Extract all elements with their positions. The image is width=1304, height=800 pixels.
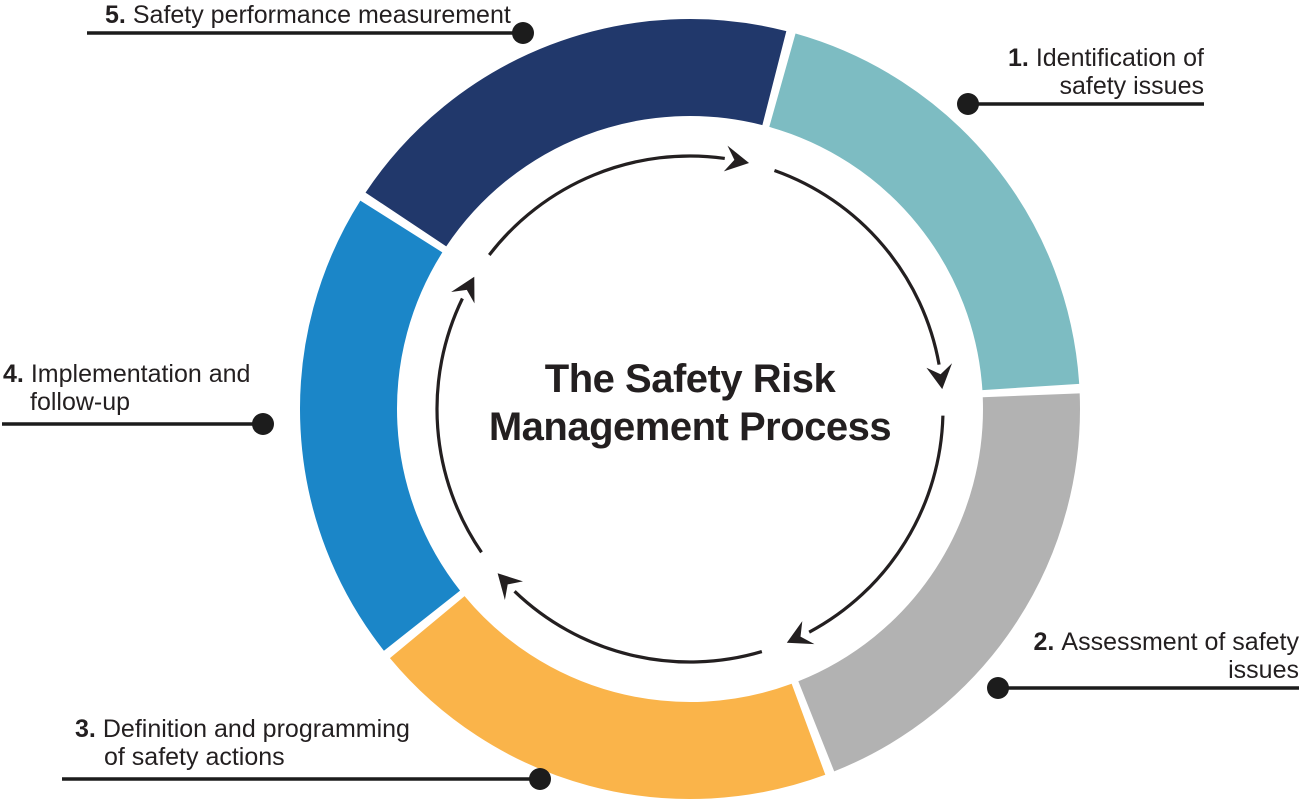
cycle-arrowhead-4: [497, 573, 523, 601]
cycle-arrow-arc-2: [773, 169, 941, 365]
step-number-2: 2.: [1033, 628, 1055, 656]
cycle-arrow-arc-4: [513, 590, 763, 664]
step-number-4: 4.: [3, 360, 24, 388]
cycle-arrow-arc-1: [488, 154, 725, 256]
leader-dot-5: [512, 22, 534, 44]
ring-segment-implementation-and-follow-up: [300, 200, 461, 651]
step-label-2-line2: issues: [1228, 656, 1299, 684]
ring-segment-assessment-of-safety-issues: [797, 393, 1080, 772]
leader-dot-3: [529, 768, 551, 790]
step-label-1-line2: safety issues: [1059, 72, 1204, 100]
label-implementation-and-follow-up: 4.Implementation and follow-up: [3, 360, 250, 416]
ring-segment-definition-and-programming-of-safety-actions: [389, 595, 826, 799]
cycle-arrowhead-5: [451, 276, 475, 304]
cycle-arrowhead-3: [786, 621, 815, 645]
label-assessment-of-safety-issues: 2.Assessment of safety issues: [1034, 628, 1299, 684]
diagram-title-line2: Management Process: [488, 405, 892, 449]
step-label-1-line1: Identification of: [1035, 44, 1204, 72]
ring-segment-identification-of-safety-issues: [768, 33, 1080, 391]
leader-dot-2: [987, 677, 1009, 699]
step-number-1: 1.: [1007, 44, 1029, 72]
leader-dot-4: [252, 413, 274, 435]
label-definition-and-programming-of-safety-actions: 3.Definition and programming of safety a…: [75, 715, 410, 771]
step-number-3: 3.: [75, 715, 96, 743]
diagram-title-line1: The Safety Risk: [544, 357, 836, 401]
cycle-arrow-arc-5: [435, 297, 483, 554]
step-label-3-line1: Definition and programming: [102, 715, 410, 743]
ring-segment-safety-performance-measurement: [365, 19, 787, 247]
step-label-5-line1: Safety performance measurement: [132, 1, 511, 29]
diagram-title: The Safety Risk Management Process: [340, 355, 1040, 451]
label-identification-of-safety-issues: 1.Identification of safety issues: [1008, 44, 1204, 100]
cycle-arrow-arc-3: [808, 415, 945, 634]
step-number-5: 5.: [105, 1, 126, 29]
step-label-4-line1: Implementation and: [30, 360, 251, 388]
cycle-arrowhead-1: [723, 145, 750, 172]
leader-dot-1: [957, 93, 979, 115]
label-safety-performance-measurement: 5.Safety performance measurement: [105, 1, 511, 29]
step-label-3-line2: of safety actions: [104, 743, 285, 771]
step-label-2-line1: Assessment of safety: [1061, 628, 1299, 656]
step-label-4-line2: follow-up: [30, 388, 131, 416]
cycle-arrowhead-2: [926, 363, 953, 390]
